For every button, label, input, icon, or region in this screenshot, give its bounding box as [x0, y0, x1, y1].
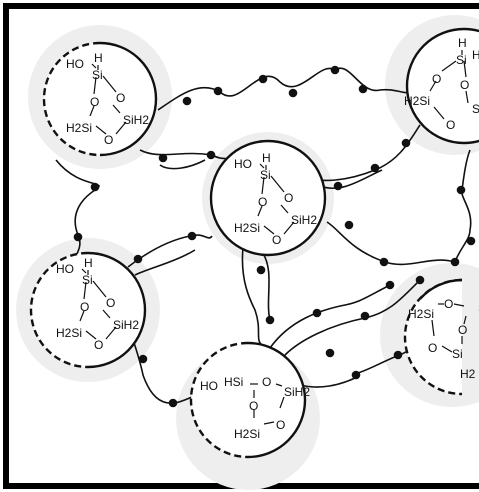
- p3-h2si-label: H2Si: [56, 326, 82, 340]
- p3-o-bottom-label: O: [94, 338, 103, 352]
- p1-h2si-label: H2Si: [66, 121, 92, 135]
- p5-o-left-label: O: [432, 72, 441, 86]
- p5-si-right-label: Si: [472, 102, 479, 116]
- p2-o-bottom-label: O: [272, 233, 281, 247]
- p6-o-right-label: O: [458, 323, 467, 337]
- p6-h2-label: H2: [460, 367, 476, 381]
- particle-4: HO HSi O SiH2 O O H2Si: [200, 375, 310, 441]
- p5-h2si-label: H2Si: [404, 94, 430, 108]
- particle-5: H HO Si O O H2Si O Si: [404, 36, 479, 132]
- particle-6: H2Si O S O O Si H2: [408, 297, 479, 381]
- p3-ho-label: HO: [56, 262, 74, 276]
- p6-o-top-label: O: [444, 297, 453, 311]
- p5-ho-label: HO: [472, 48, 479, 62]
- p4-o-right-label: O: [276, 418, 285, 432]
- p4-o-left-label: O: [249, 399, 258, 413]
- p3-o-left-label: O: [80, 300, 89, 314]
- p1-ho-label: HO: [66, 57, 84, 71]
- p5-o-right-label: O: [460, 78, 469, 92]
- p4-h2si-label: H2Si: [234, 427, 260, 441]
- particle-1: H HO Si O O H2Si SiH2 O: [66, 51, 149, 147]
- p4-sih2-label: SiH2: [284, 385, 310, 399]
- p1-o-bottom-label: O: [104, 133, 113, 147]
- p1-si-label: Si: [92, 68, 103, 82]
- p3-sih2-label: SiH2: [113, 318, 139, 332]
- particle-3: H HO Si O O H2Si SiH2 O: [56, 256, 139, 352]
- particle-2: H HO Si O O H2Si SiH2 O: [234, 151, 317, 247]
- p5-si-label: Si: [456, 53, 467, 67]
- p2-ho-label: HO: [234, 157, 252, 171]
- p4-ho-label: HO: [200, 379, 218, 393]
- p6-o-left-label: O: [428, 341, 437, 355]
- p1-sih2-label: SiH2: [123, 113, 149, 127]
- p3-si-label: Si: [82, 273, 93, 287]
- p5-h-label: H: [458, 36, 467, 50]
- p2-si-label: Si: [260, 168, 271, 182]
- p6-si-label: Si: [452, 347, 463, 361]
- p5-o-bottom-label: O: [446, 118, 455, 132]
- p4-hsi-label: HSi: [224, 375, 243, 389]
- chain-beads: [73, 65, 476, 408]
- p3-o-right-label: O: [106, 296, 115, 310]
- p1-h-label: H: [94, 51, 103, 65]
- p1-o-left-label: O: [90, 95, 99, 109]
- p1-o-right-label: O: [116, 91, 125, 105]
- p2-sih2-label: SiH2: [291, 213, 317, 227]
- particle-circles: [29, 27, 479, 459]
- p6-h2si-label: H2Si: [408, 307, 434, 321]
- p2-o-right-label: O: [284, 191, 293, 205]
- p3-h-label: H: [84, 256, 93, 270]
- p2-o-left-label: O: [258, 195, 267, 209]
- p2-h-label: H: [262, 151, 271, 165]
- p4-o-top-label: O: [262, 375, 271, 389]
- p2-h2si-label: H2Si: [234, 221, 260, 235]
